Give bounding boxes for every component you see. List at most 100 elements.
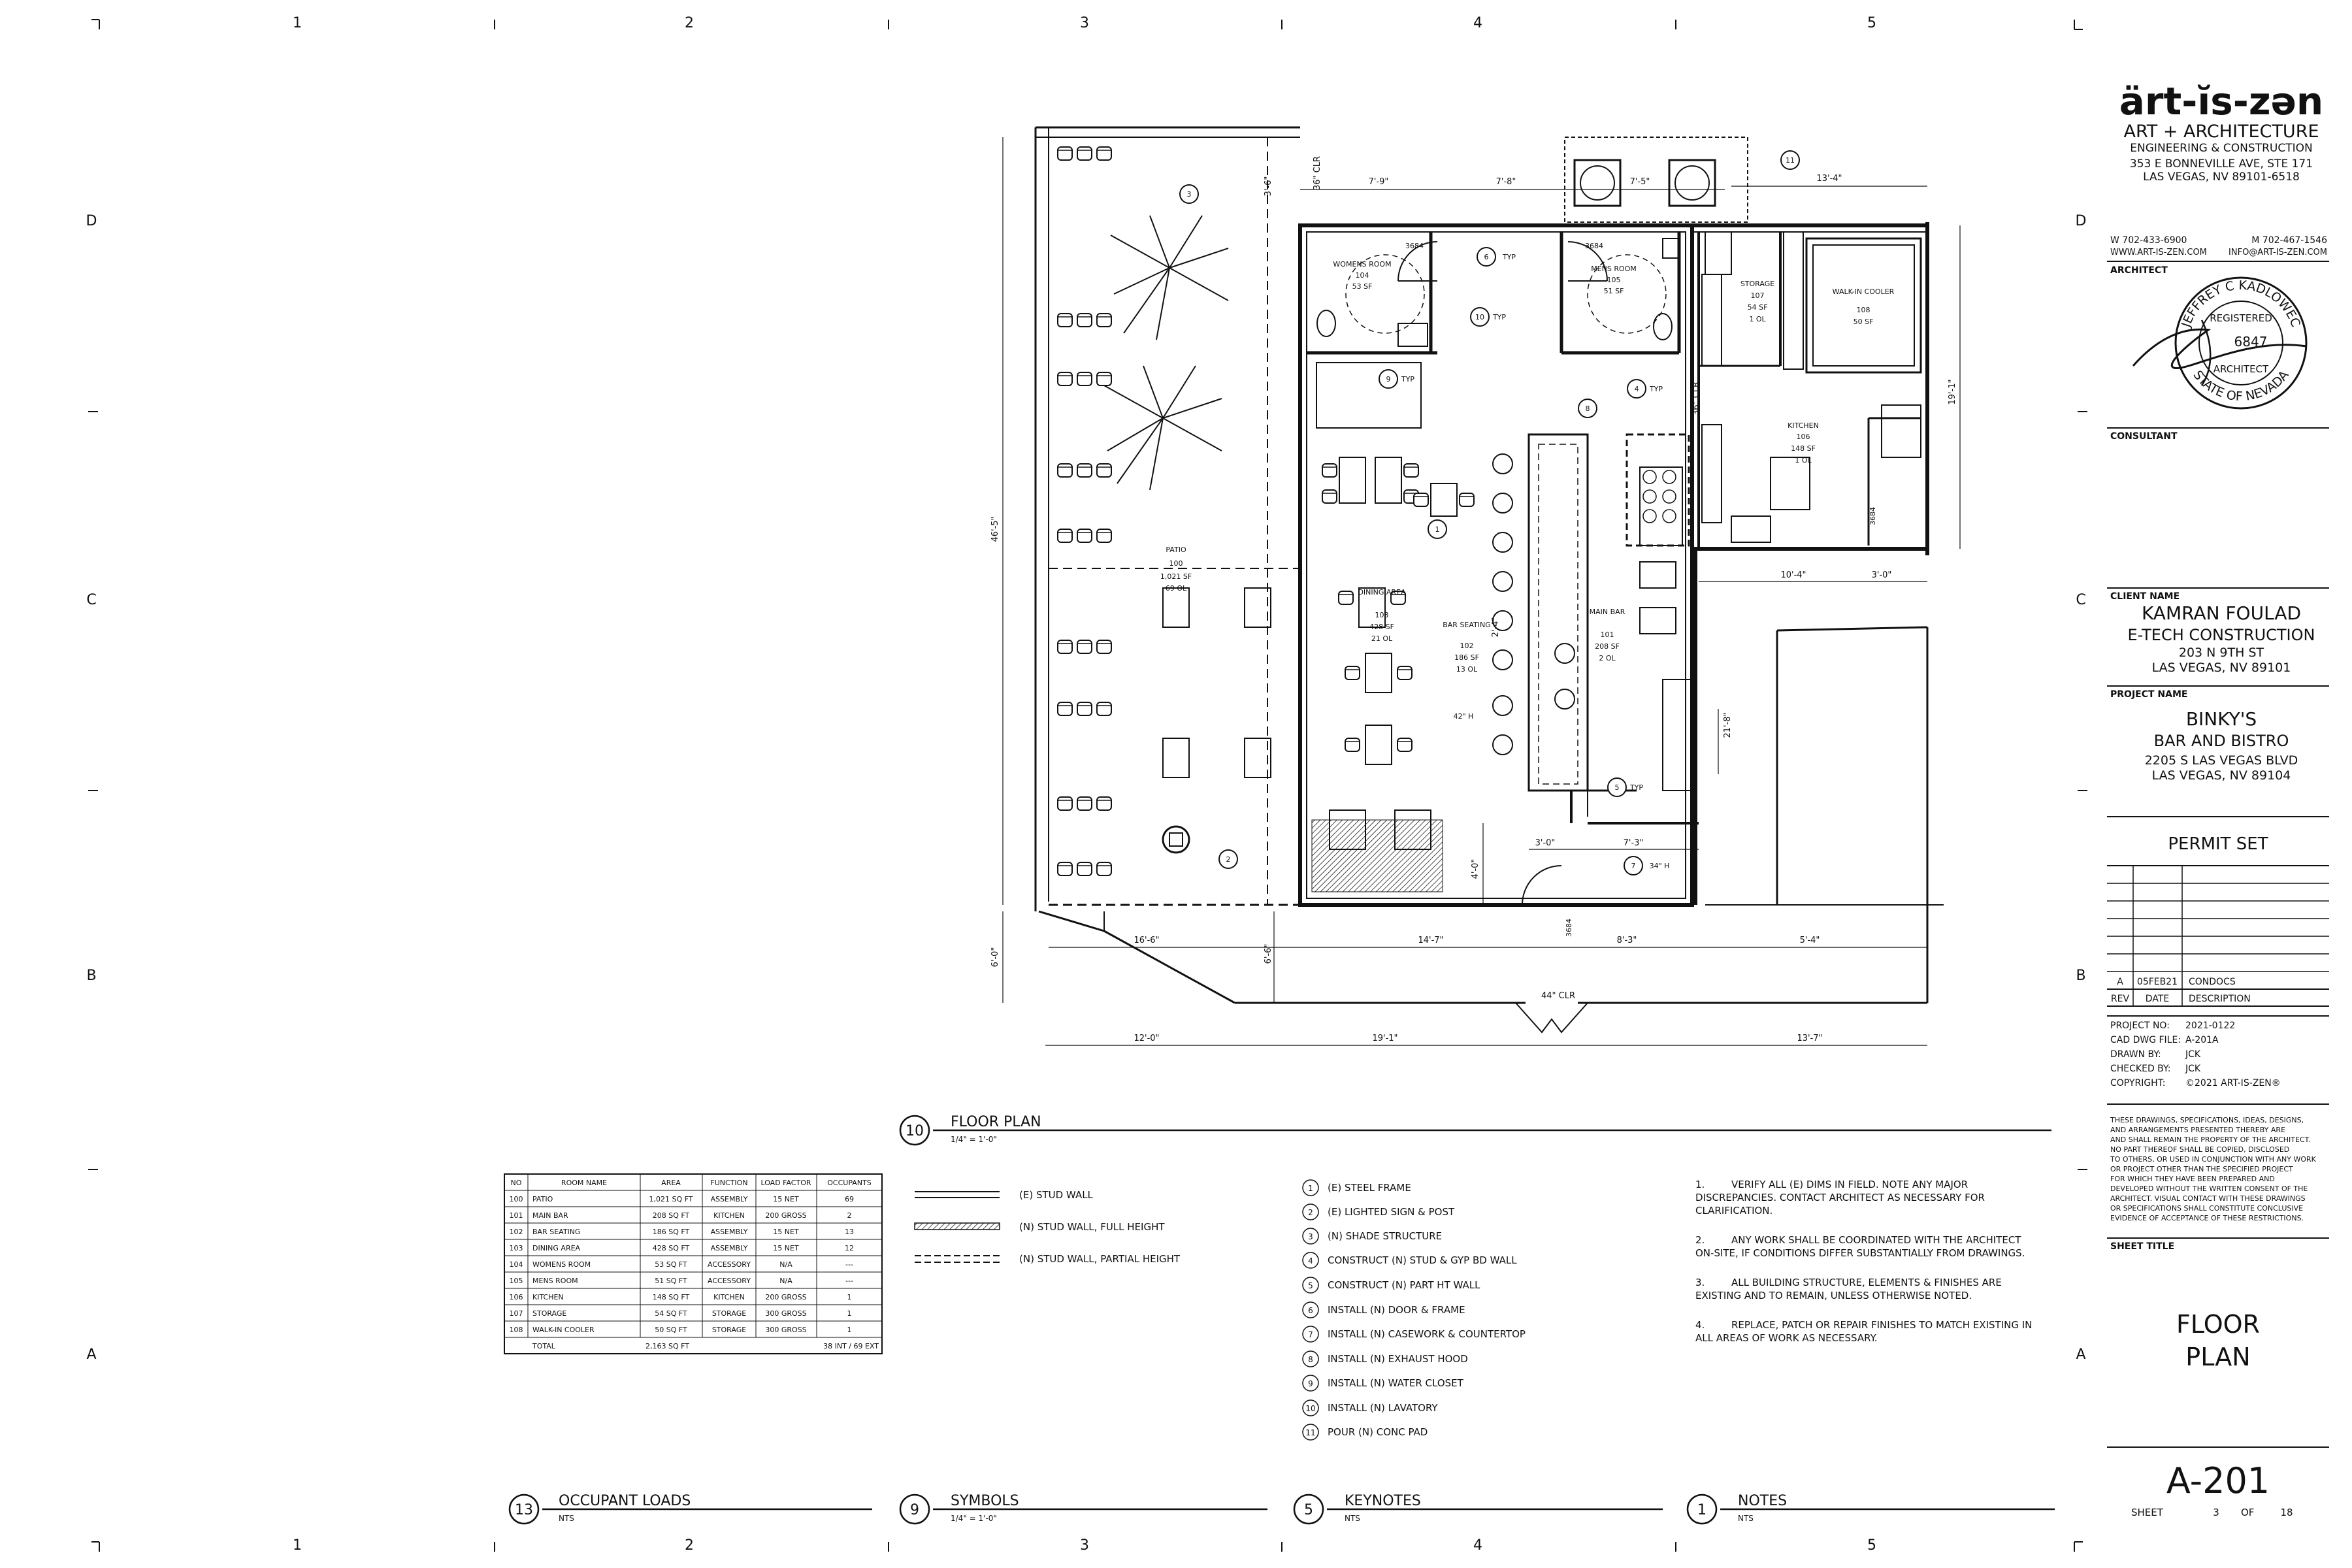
callout-6: 6	[1484, 253, 1489, 261]
dim-label: 10'-4"	[1780, 570, 1806, 580]
table-row: 104 WOMENS ROOM 53 SQ FT ACCESSORY N/A -…	[510, 1260, 853, 1269]
disclaimer-line: TO OTHERS, OR USED IN CONJUNCTION WITH A…	[2110, 1155, 2317, 1164]
note-text: EXISTING AND TO REMAIN, UNLESS OTHERWISE…	[1695, 1290, 1972, 1301]
dim-label: 7'-8"	[1496, 177, 1516, 187]
typ-label: TYP	[1649, 385, 1663, 393]
cell: ASSEMBLY	[711, 1195, 748, 1203]
client-name: KAMRAN FOULAD	[2142, 602, 2301, 624]
project-info-value: 2021-0122	[2185, 1021, 2235, 1031]
architect-heading: ARCHITECT	[2110, 265, 2168, 276]
cell: 15 NET	[773, 1195, 799, 1203]
keynote-text: CONSTRUCT (N) STUD & GYP BD WALL	[1328, 1254, 1517, 1266]
drawing-scale: NTS	[1345, 1514, 1360, 1523]
room-name: MENS ROOM	[1591, 265, 1637, 273]
table-row: 103 DINING AREA 428 SQ FT ASSEMBLY 15 NE…	[510, 1244, 855, 1252]
firm-email[interactable]: INFO@ART-IS-ZEN.COM	[2229, 248, 2327, 257]
general-notes: 1. VERIFY ALL (E) DIMS IN FIELD. NOTE AN…	[1695, 1179, 2032, 1344]
table-row: 101 MAIN BAR 208 SQ FT KITCHEN 200 GROSS…	[510, 1211, 852, 1220]
cell: 12	[845, 1244, 854, 1252]
disclaimer-line: OR PROJECT OTHER THAN THE SPECIFIED PROJ…	[2110, 1165, 2293, 1173]
grid-col-2-bottom: 2	[685, 1537, 694, 1554]
cell: STORAGE	[712, 1309, 746, 1318]
note-text: ANY WORK SHALL BE COORDINATED WITH THE A…	[1731, 1234, 2021, 1246]
table-header: FUNCTION	[710, 1179, 747, 1187]
room-area: 51 SF	[1604, 287, 1624, 295]
rev-header-desc: DESCRIPTION	[2189, 994, 2251, 1004]
room-ol: 1 OL	[1795, 456, 1812, 465]
door-tag: 3684	[1565, 919, 1573, 937]
cell: WOMENS ROOM	[532, 1260, 591, 1269]
room-number: 104	[1356, 271, 1369, 280]
room-name: PATIO	[1166, 546, 1186, 554]
callout-1: 1	[1435, 525, 1440, 534]
dimensions: 7'-9" 7'-8" 7'-5" 13'-4" 3'-6" 36" CLR 3…	[990, 137, 1961, 1046]
dim-label: 13'-4"	[1816, 174, 1842, 184]
signature-mark	[2132, 328, 2307, 370]
dim-label: 7'-9"	[1369, 177, 1389, 187]
dim-label: 19'-1"	[1948, 379, 1957, 404]
grid-row-c: C	[86, 592, 96, 608]
dim-label: 6'-6"	[1264, 944, 1273, 964]
project-address-1: 2205 S LAS VEGAS BLVD	[2145, 753, 2298, 768]
firm-web[interactable]: WWW.ART-IS-ZEN.COM	[2110, 248, 2207, 257]
cell: 53 SQ FT	[655, 1260, 687, 1269]
dim-label: 5'-4"	[1800, 936, 1820, 945]
disclaimer-line: OR SPECIFICATIONS SHALL CONSTITUTE CONCL…	[2110, 1204, 2303, 1213]
keynote-number: 8	[1308, 1355, 1313, 1364]
grid-row-b-right: B	[2076, 968, 2085, 984]
room-area: 148 SF	[1791, 444, 1816, 453]
cell: TOTAL	[532, 1342, 556, 1350]
palm-tree-1	[1110, 215, 1229, 340]
client-company: E-TECH CONSTRUCTION	[2128, 626, 2315, 644]
cell: STORAGE	[532, 1309, 566, 1318]
note-text: DISCREPANCIES. CONTACT ARCHITECT AS NECE…	[1695, 1192, 1985, 1203]
rev-date: 05FEB21	[2137, 977, 2178, 987]
callout-3: 3	[1187, 190, 1192, 199]
keynote-item: 4 CONSTRUCT (N) STUD & GYP BD WALL	[1302, 1252, 1517, 1269]
grid-row-c-right: C	[2076, 592, 2085, 608]
patio-seating	[1057, 146, 1271, 876]
room-area: 54 SF	[1748, 303, 1768, 312]
project-info-value: JCK	[2185, 1049, 2201, 1060]
grid-row-b: B	[86, 968, 96, 984]
grid-col-4: 4	[1473, 15, 1482, 31]
table-row: 108 WALK-IN COOLER 50 SQ FT STORAGE 300 …	[510, 1326, 852, 1334]
dim-label: 3'-0"	[1535, 838, 1556, 848]
project-info-value: JCK	[2185, 1064, 2201, 1074]
table-header: NO	[511, 1179, 522, 1187]
drawing-title-keynotes: 5 KEYNOTES NTS	[1293, 1493, 1663, 1525]
dim-label: 14'-7"	[1418, 936, 1443, 945]
keynote-number: 10	[1305, 1404, 1315, 1413]
disclaimer-line: NO PART THEREOF SHALL BE COPIED, DISCLOS…	[2110, 1145, 2289, 1154]
plan-callouts: 3 11 6 10 9 4 8 1 5 7 2 TYP TYP TYP TYP …	[1179, 150, 1877, 937]
dim-label: 36" CLR	[1691, 382, 1701, 416]
firm-phone-m: M 702-467-1546	[2251, 235, 2327, 246]
rev-letter: A	[2117, 977, 2123, 987]
project-heading: PROJECT NAME	[2110, 689, 2187, 700]
grid-row-a: A	[86, 1347, 96, 1363]
keynote-text: INSTALL (N) EXHAUST HOOD	[1328, 1353, 1468, 1365]
firm-tagline-2: ENGINEERING & CONSTRUCTION	[2130, 142, 2312, 155]
disclaimer-line: AND SHALL REMAIN THE PROPERTY OF THE ARC…	[2110, 1135, 2311, 1144]
keynote-text: INSTALL (N) LAVATORY	[1328, 1402, 1438, 1414]
sheet-num: 3	[2213, 1507, 2219, 1518]
drawing-scale: NTS	[559, 1514, 574, 1523]
cell: 2,163 SQ FT	[645, 1342, 689, 1350]
typ-label: TYP	[1492, 313, 1506, 321]
project-info-label: DRAWN BY:	[2110, 1049, 2161, 1060]
cell: 15 NET	[773, 1228, 799, 1236]
cell: ACCESSORY	[708, 1260, 751, 1269]
cooler-units	[1573, 159, 1716, 207]
room-name: BAR SEATING	[1443, 621, 1491, 629]
drawing-title: OCCUPANT LOADS	[559, 1493, 691, 1509]
h34-label: 34" H	[1650, 862, 1670, 870]
cell: 300 GROSS	[765, 1309, 806, 1318]
cell: KITCHEN	[532, 1293, 564, 1301]
grid-row-d: D	[86, 213, 97, 229]
cell: 100	[510, 1195, 523, 1203]
sheet-number: A-201	[2166, 1460, 2270, 1501]
keynote-number: 4	[1308, 1256, 1313, 1266]
palm-tree-2	[1103, 365, 1222, 491]
entry-door	[1522, 865, 1562, 906]
